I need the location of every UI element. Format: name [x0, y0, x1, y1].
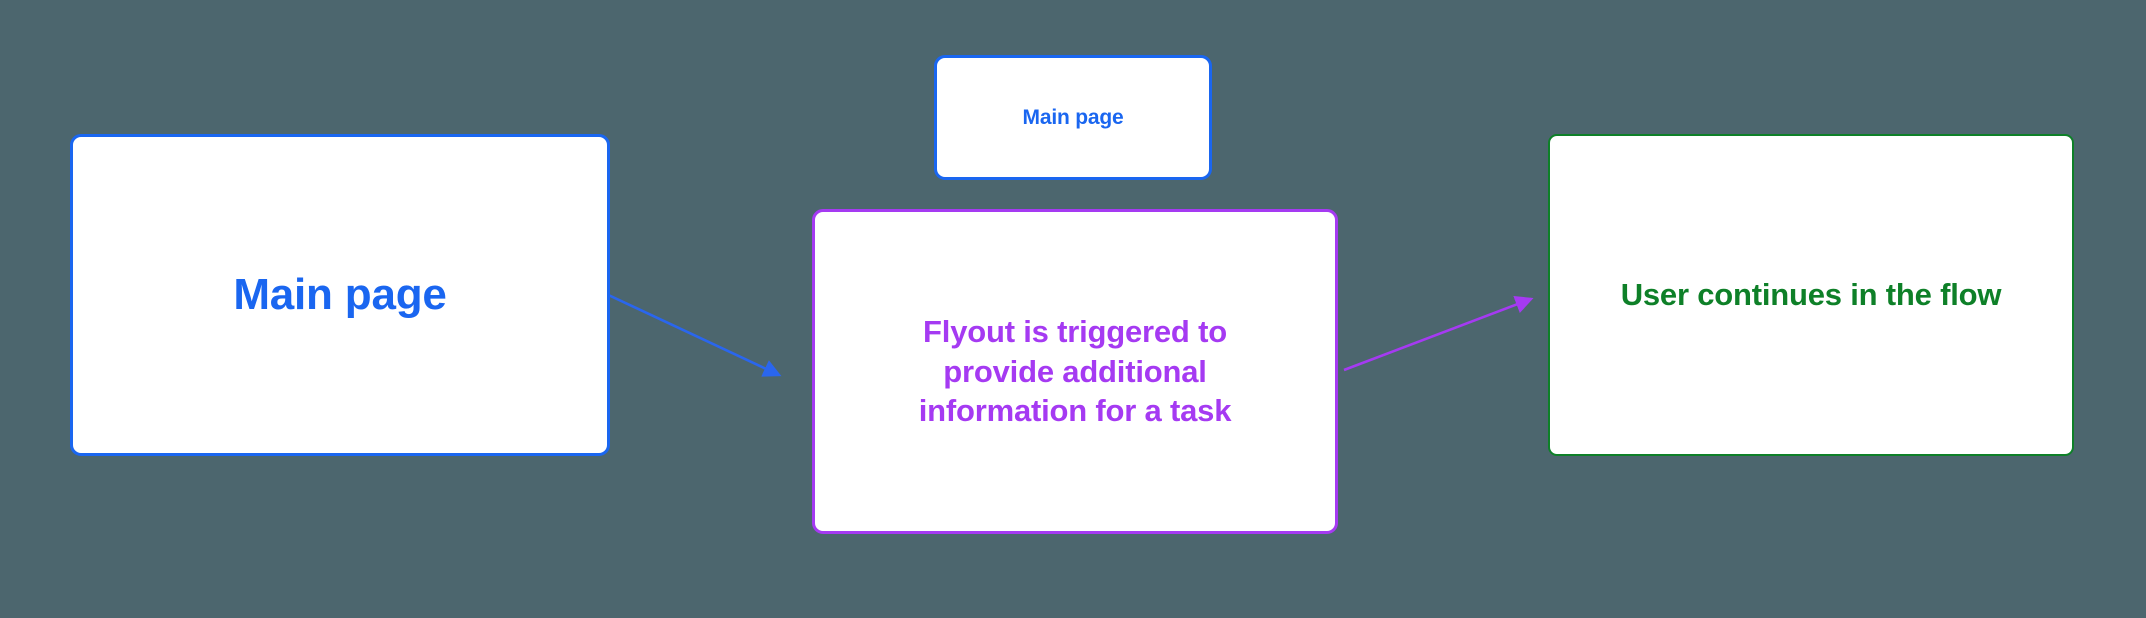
- node-user-continues[interactable]: User continues in the flow: [1548, 134, 2074, 456]
- node-main-page-small[interactable]: Main page: [934, 55, 1212, 180]
- edge-flyout-to-user-continues: [1343, 295, 1534, 372]
- node-main-page-small-label: Main page: [1022, 105, 1124, 129]
- edge-main-page-to-flyout: [601, 290, 782, 377]
- node-main-page[interactable]: Main page: [70, 134, 610, 456]
- node-flyout[interactable]: Flyout is triggered to provide additiona…: [812, 209, 1338, 534]
- node-main-page-label: Main page: [233, 270, 447, 320]
- node-user-continues-label: User continues in the flow: [1620, 277, 2002, 313]
- node-flyout-label: Flyout is triggered to provide additiona…: [918, 313, 1232, 429]
